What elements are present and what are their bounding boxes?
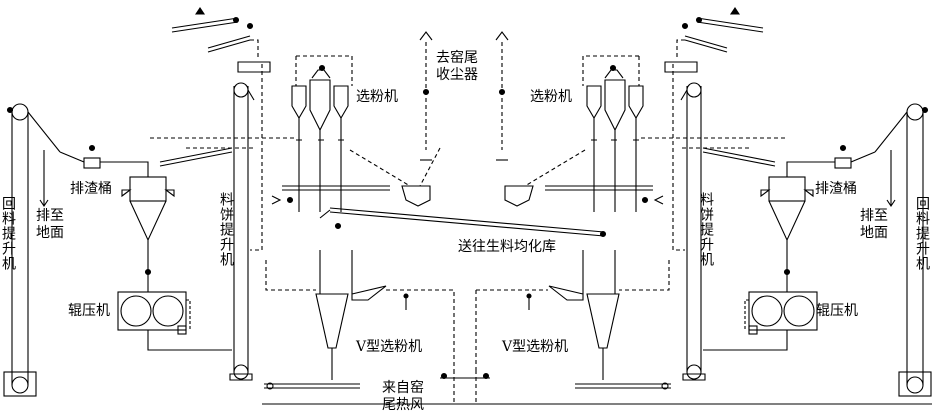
slag-bin-left-drawing [39,144,175,292]
classifier-right-drawing [504,55,785,212]
return-elevator-right-drawing [874,103,932,397]
label-cake-elevator-right: 料饼提升机 [698,192,714,267]
label-classifier-right: 选粉机 [530,89,572,105]
cake-elevator-left-drawing [159,64,263,381]
return-elevator-left-drawing [3,103,61,397]
label-slag-bin-right: 排渣桶 [815,181,857,197]
label-roller-press-right: 辊压机 [816,303,858,319]
label-return-elevator-right: 回料提升机 [914,196,930,271]
hot-air-duct [262,289,932,405]
label-v-classifier-left: V型选粉机 [356,339,423,355]
conveyor-to-silo [329,207,607,238]
label-cake-elevator-left: 料饼提升机 [218,192,234,267]
v-classifier-left-drawing [264,250,455,390]
roller-press-left-drawing [117,291,232,351]
label-to-ground-left: 排至 地面 [36,208,64,241]
feed-conveyors-left [171,7,271,73]
label-slag-bin-left: 排渣桶 [70,181,112,197]
label-return-elevator-left: 回料提升机 [0,196,16,271]
roller-press-right-drawing [703,291,818,351]
classifier-left-drawing [150,55,441,230]
label-to-homogenizing-silo: 送往生料均化库 [458,239,556,255]
label-v-classifier-right: V型选粉机 [502,339,569,355]
label-to-kiln-tail-dust-collector: 去窑尾 收尘器 [436,50,478,83]
slag-bin-right-drawing [760,144,896,292]
label-roller-press-left: 辊压机 [68,303,110,319]
left-process-train [3,7,455,397]
dust-collector-duct [419,31,509,161]
label-from-kiln-tail-hot-air: 来自窑 尾热风 [382,380,424,413]
feed-conveyors-right [664,7,764,73]
right-process-train [504,7,932,397]
v-classifier-right-drawing [526,250,671,390]
cake-elevator-right-drawing [672,64,776,381]
label-classifier-left: 选粉机 [356,89,398,105]
label-to-ground-right: 排至 地面 [860,208,888,241]
